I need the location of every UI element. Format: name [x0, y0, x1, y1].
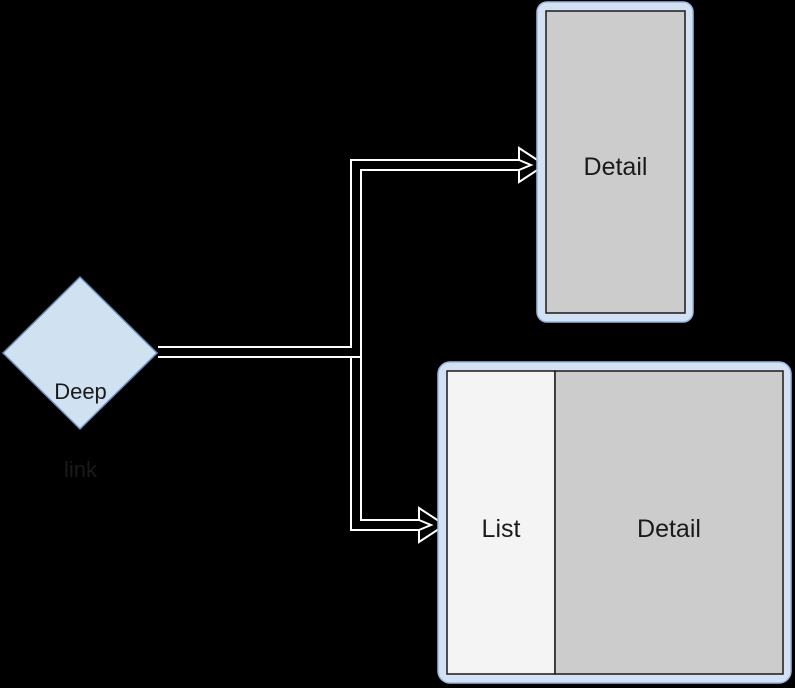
edge-deep-link-to-detail[interactable] [158, 146, 547, 358]
tablet-detail-pane[interactable] [554, 370, 784, 675]
diamond-shape[interactable] [1, 275, 159, 431]
tablet-list-pane[interactable] [446, 370, 556, 675]
edge-deep-link-to-list-detail[interactable] [350, 347, 447, 544]
phone-detail-pane[interactable] [545, 10, 686, 314]
node-detail-phone[interactable] [536, 1, 694, 323]
node-list-detail-tablet[interactable] [437, 361, 792, 684]
node-deep-link[interactable] [1, 275, 159, 431]
